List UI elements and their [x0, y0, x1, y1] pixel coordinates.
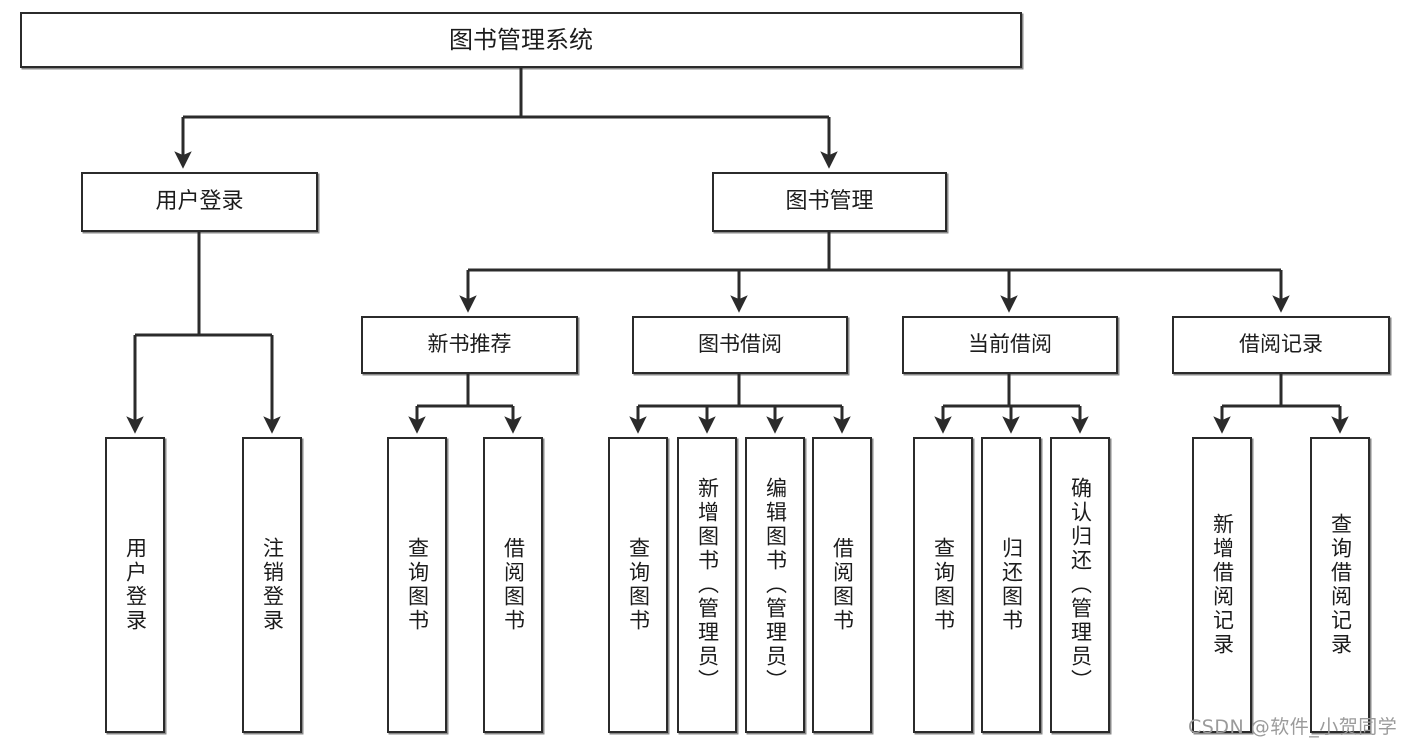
watermark: CSDN @软件_小贺同学: [1188, 716, 1398, 738]
node-label: 确认归还（管理员）: [1068, 477, 1093, 693]
node-book-borrow[interactable]: 图书借阅: [632, 316, 848, 374]
node-label: 当前借阅: [968, 332, 1052, 357]
node-label: 查询图书: [626, 537, 651, 633]
node-book-management[interactable]: 图书管理: [712, 172, 947, 232]
node-label: 用户登录: [123, 537, 148, 633]
node-user-login[interactable]: 用户登录: [81, 172, 318, 232]
node-label: 图书管理系统: [449, 25, 593, 54]
leaf-borrow-query-book[interactable]: 查询图书: [608, 437, 668, 733]
node-new-book-recommend[interactable]: 新书推荐: [361, 316, 578, 374]
node-label: 用户登录: [155, 188, 244, 214]
node-label: 注销登录: [260, 537, 285, 633]
leaf-record-query-record[interactable]: 查询借阅记录: [1310, 437, 1370, 733]
node-label: 查询图书: [931, 537, 956, 633]
node-label: 借阅记录: [1239, 332, 1323, 357]
node-label: 编辑图书（管理员）: [763, 477, 788, 693]
leaf-user-login-logout[interactable]: 注销登录: [242, 437, 302, 733]
leaf-current-query-book[interactable]: 查询图书: [913, 437, 973, 733]
leaf-record-add-record[interactable]: 新增借阅记录: [1192, 437, 1252, 733]
leaf-recommend-borrow-book[interactable]: 借阅图书: [483, 437, 543, 733]
node-label: 借阅图书: [501, 537, 526, 633]
node-label: 图书借阅: [698, 332, 782, 357]
leaf-borrow-add-book-admin[interactable]: 新增图书（管理员）: [677, 437, 737, 733]
node-current-borrow[interactable]: 当前借阅: [902, 316, 1118, 374]
leaf-current-return-book[interactable]: 归还图书: [981, 437, 1041, 733]
leaf-borrow-edit-book-admin[interactable]: 编辑图书（管理员）: [745, 437, 805, 733]
node-label: 新书推荐: [427, 332, 512, 357]
leaf-recommend-query-book[interactable]: 查询图书: [387, 437, 447, 733]
node-label: 查询图书: [405, 537, 430, 633]
node-borrow-record[interactable]: 借阅记录: [1172, 316, 1390, 374]
leaf-current-confirm-return-admin[interactable]: 确认归还（管理员）: [1050, 437, 1110, 733]
node-label: 图书管理: [785, 188, 874, 214]
leaf-borrow-borrow-book[interactable]: 借阅图书: [812, 437, 872, 733]
leaf-user-login-login[interactable]: 用户登录: [105, 437, 165, 733]
node-label: 新增借阅记录: [1210, 513, 1235, 657]
node-label: 归还图书: [999, 537, 1024, 633]
node-root-system[interactable]: 图书管理系统: [20, 12, 1022, 68]
node-label: 借阅图书: [830, 537, 855, 633]
node-label: 查询借阅记录: [1328, 513, 1353, 657]
node-label: 新增图书（管理员）: [695, 477, 720, 693]
